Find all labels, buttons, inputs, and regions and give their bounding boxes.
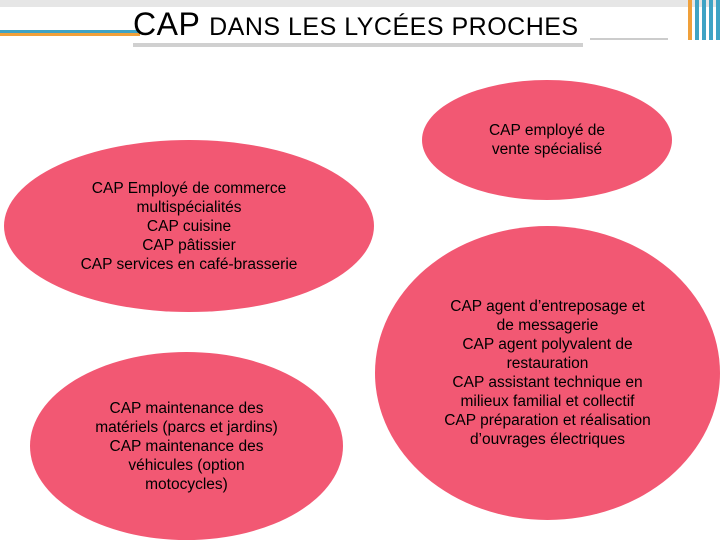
ellipse-commerce: CAP Employé de commerce multispécialités…	[4, 140, 374, 312]
ellipse-commerce-text: CAP Employé de commerce multispécialités…	[80, 179, 298, 273]
blue-accent-bar	[0, 30, 140, 33]
ellipse-vente: CAP employé de vente spécialisé	[422, 80, 672, 200]
ellipse-agent-text: CAP agent d’entreposage et de messagerie…	[444, 298, 651, 448]
ellipse-agent: CAP agent d’entreposage et de messagerie…	[375, 226, 720, 520]
orange-accent-bar	[0, 30, 140, 36]
title-underline-secondary	[590, 38, 668, 40]
slide-title-main: CAP	[133, 6, 200, 42]
slide-title-rest: DANS LES LYCÉES PROCHES	[209, 13, 579, 41]
slide-title: CAP DANS LES LYCÉES PROCHES	[133, 6, 593, 43]
ellipse-vente-text: CAP employé de vente spécialisé	[488, 122, 606, 158]
ellipse-maintenance-text: CAP maintenance des matériels (parcs et …	[95, 399, 278, 493]
top-decorative-bar	[0, 0, 720, 7]
corner-stripes	[680, 0, 720, 40]
ellipse-maintenance: CAP maintenance des matériels (parcs et …	[30, 352, 343, 540]
title-underline	[133, 43, 583, 47]
